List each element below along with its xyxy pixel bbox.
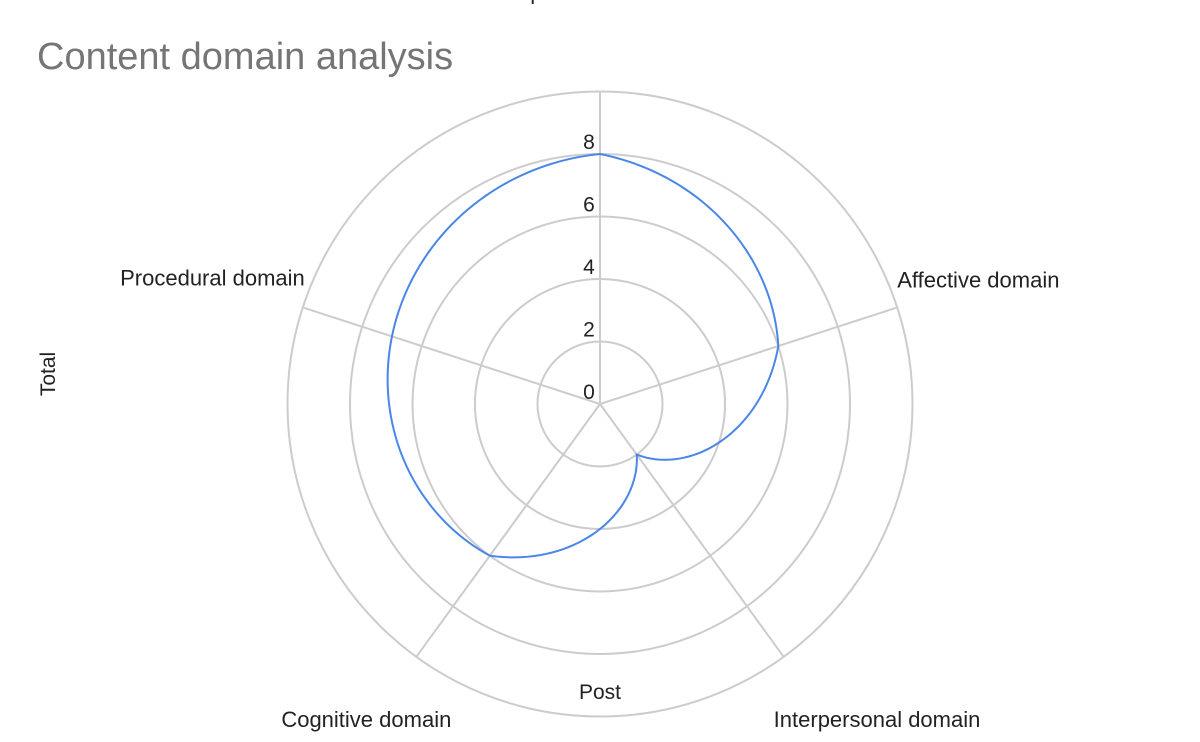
tick-label: 2 [583, 319, 595, 342]
tick-label: 6 [583, 194, 595, 217]
grid-spoke [415, 403, 601, 658]
series-layer [386, 152, 780, 559]
tick-label: 4 [583, 256, 595, 279]
category-label: Interpersonal domain [774, 707, 981, 732]
category-labels: Dispositional domainAffective domainInte… [120, 0, 1059, 732]
radial-tick-labels: 0 2 4 6 8 [583, 131, 595, 404]
tick-label: 8 [583, 131, 595, 154]
grid-spokes [302, 91, 898, 658]
grid-spoke [599, 403, 785, 658]
tick-label: 0 [583, 381, 595, 404]
chart-title: Content domain analysis [37, 36, 453, 78]
x-axis-label: Post [579, 681, 621, 704]
grid-spoke [302, 306, 601, 405]
y-axis-label: Total [37, 352, 60, 396]
category-label: Dispositional domain [499, 0, 702, 5]
category-label: Affective domain [897, 267, 1059, 292]
series-line [386, 152, 780, 559]
category-label: Procedural domain [120, 265, 305, 290]
grid-spoke [599, 306, 898, 405]
category-label: Cognitive domain [281, 707, 451, 732]
